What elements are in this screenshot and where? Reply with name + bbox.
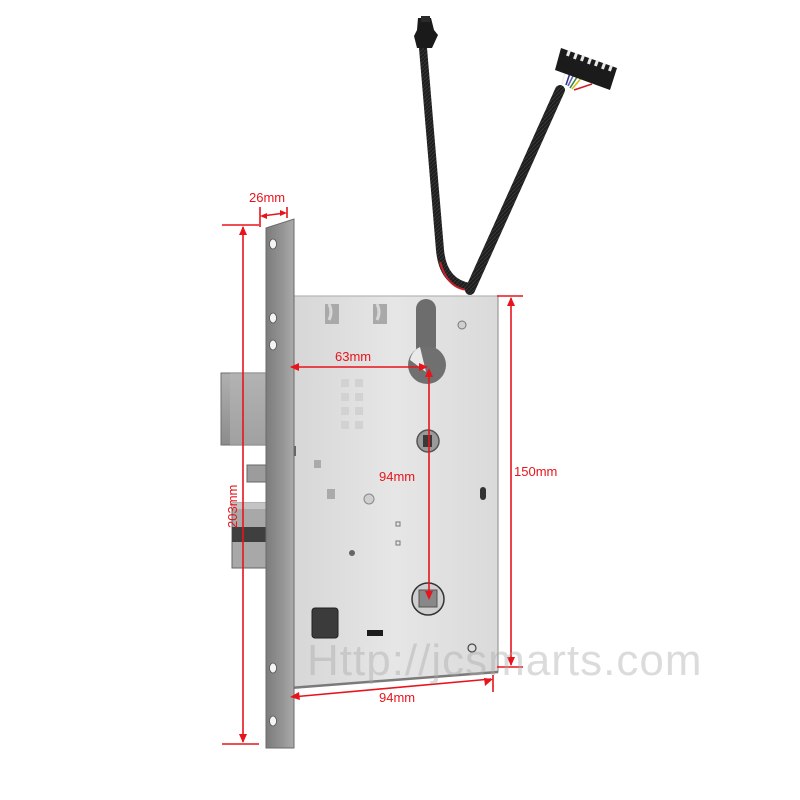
case-height-label: 150mm	[514, 464, 558, 479]
spindle-hub	[416, 429, 440, 453]
watermark: Http://jcsmarts.com	[307, 636, 703, 685]
slot-window	[367, 630, 383, 636]
top-notches	[325, 303, 387, 324]
mode-switch-recess	[311, 607, 339, 639]
faceplate	[265, 218, 295, 749]
multi-pin-connector	[555, 48, 617, 90]
dimension-lines	[222, 207, 523, 745]
faceplate-width-label: 26mm	[249, 190, 286, 205]
signal-cable	[419, 44, 593, 295]
cylinder-hole	[411, 582, 445, 616]
lock-case	[289, 295, 499, 690]
total-height-label: 203mm	[225, 484, 240, 528]
center-distance-label: 94mm	[379, 469, 416, 484]
embossed-text	[341, 379, 363, 429]
case-depth-label: 94mm	[379, 690, 416, 705]
keyhole-slot	[408, 299, 446, 384]
backset-label: 63mm	[335, 349, 372, 364]
two-pin-connector	[414, 16, 438, 48]
